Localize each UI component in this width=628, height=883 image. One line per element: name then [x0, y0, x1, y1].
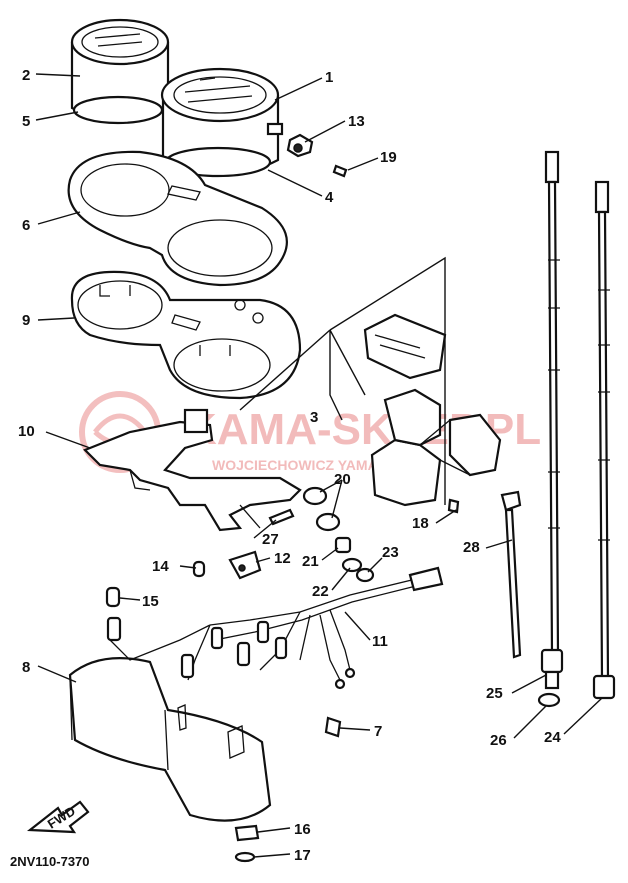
- callout-24: 24: [544, 729, 561, 746]
- callout-28: 28: [463, 539, 480, 556]
- part-9-lower-bracket: [70, 270, 302, 400]
- part-6-bracket-plate: [67, 150, 288, 287]
- part-16-washer: [234, 824, 260, 842]
- callout-22: 22: [312, 583, 329, 600]
- part-17-screw: [234, 851, 256, 863]
- part-1-right-gauge: [160, 67, 284, 178]
- part-14-bulb: [192, 560, 206, 578]
- part-24-meter-cable: [592, 180, 616, 700]
- callout-27: 27: [262, 531, 279, 548]
- callout-3: 3: [310, 409, 318, 426]
- part-18-screw: [447, 498, 460, 514]
- callout-9: 9: [22, 312, 30, 329]
- callout-16: 16: [294, 821, 311, 838]
- callout-15: 15: [142, 593, 159, 610]
- callout-10: 10: [18, 423, 35, 440]
- part-11-wire-harness: [106, 566, 444, 690]
- callout-6: 6: [22, 217, 30, 234]
- part-8-lower-cover: [68, 657, 272, 822]
- callout-17: 17: [294, 847, 311, 864]
- leader-lines: [35, 73, 603, 858]
- callout-23: 23: [382, 544, 399, 561]
- callout-7: 7: [374, 723, 382, 740]
- part-3-bracket-line: [329, 256, 446, 505]
- part-28-cable-tie: [500, 490, 522, 659]
- part-3-bracket-line-3: [239, 329, 331, 411]
- watermark-sub: WOJCIECHOWICZ YAMAHA: [212, 457, 398, 473]
- callout-25: 25: [486, 685, 503, 702]
- part-code: 2NV110-7370: [10, 854, 90, 869]
- part-3-bracket-line-2: [329, 329, 366, 421]
- callout-14: 14: [152, 558, 169, 575]
- part-22-washer: [341, 557, 363, 573]
- part-7-screw: [324, 716, 342, 738]
- callout-5: 5: [22, 113, 30, 130]
- part-13-bulb-socket: [286, 133, 314, 158]
- callout-labels: 2 5 1 13 19 4 6 9 3 10 20 18 27 28 23 12…: [18, 67, 561, 864]
- part-19-screw: [332, 164, 348, 178]
- part-15-bulb: [105, 586, 121, 608]
- callout-20: 20: [334, 471, 351, 488]
- part-25-meter-cable: [540, 150, 564, 690]
- part-21-collar: [334, 536, 352, 554]
- callout-11: 11: [372, 633, 388, 650]
- part-10-holder: [83, 408, 302, 532]
- callout-19: 19: [380, 149, 397, 166]
- callout-8: 8: [22, 659, 30, 676]
- part-3-switch-assembly: [363, 313, 502, 507]
- part-12-bulb-holder: [228, 550, 262, 580]
- fwd-arrow-icon: FWD: [26, 800, 90, 834]
- part-2-left-gauge: [70, 18, 170, 125]
- part-23-nut: [355, 567, 375, 583]
- callout-13: 13: [348, 113, 365, 130]
- callout-1: 1: [325, 69, 333, 86]
- part-26-o-ring: [537, 692, 561, 708]
- callout-21: 21: [302, 553, 319, 570]
- callout-2: 2: [22, 67, 30, 84]
- callout-26: 26: [490, 732, 507, 749]
- callout-12: 12: [274, 550, 291, 567]
- callout-18: 18: [412, 515, 429, 532]
- callout-4: 4: [325, 189, 334, 206]
